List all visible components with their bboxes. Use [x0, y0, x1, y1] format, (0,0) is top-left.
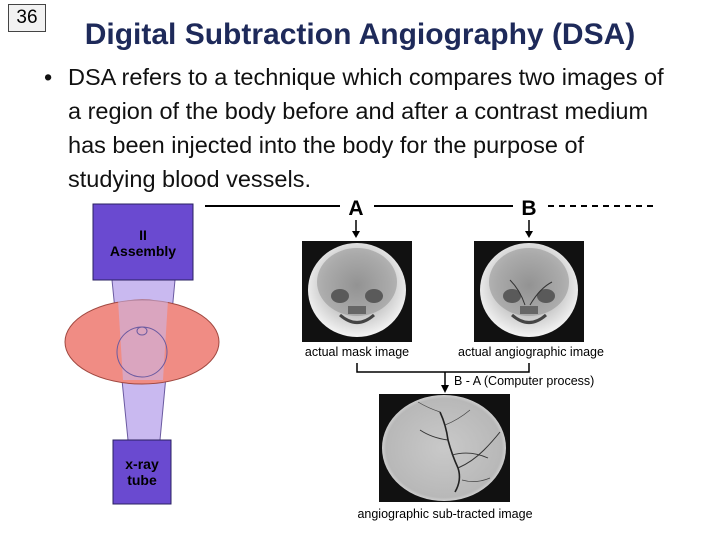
bullet-dot-icon: • [44, 64, 53, 90]
ii-label-line2: Assembly [110, 243, 176, 259]
bullet-text: DSA refers to a technique which compares… [68, 64, 664, 192]
angiographic-image [474, 241, 584, 342]
process-label: B - A (Computer process) [454, 374, 594, 388]
xray-tube-box [112, 439, 172, 505]
label-b: B [521, 197, 536, 220]
beam-through-body [118, 300, 168, 380]
mask-caption: actual mask image [305, 345, 409, 359]
subtraction-bracket [356, 363, 530, 373]
ii-label-line1: II [139, 227, 147, 243]
angio-caption: actual angiographic image [458, 345, 604, 359]
xray-label-line2: tube [127, 472, 157, 488]
arrow-b-head [525, 231, 533, 238]
subtracted-caption: angiographic sub-tracted image [357, 507, 532, 521]
process-arrow-head [441, 385, 449, 393]
arrow-a-head [352, 231, 360, 238]
slide-number: 36 [8, 4, 46, 32]
subtracted-image [379, 394, 510, 502]
label-a: A [348, 197, 363, 220]
patient-nose [136, 326, 148, 336]
ii-assembly-box [92, 203, 194, 281]
mask-image [302, 241, 412, 342]
slide-title: Digital Subtraction Angiography (DSA) [84, 18, 636, 51]
xray-label-line1: x-ray [125, 456, 159, 472]
